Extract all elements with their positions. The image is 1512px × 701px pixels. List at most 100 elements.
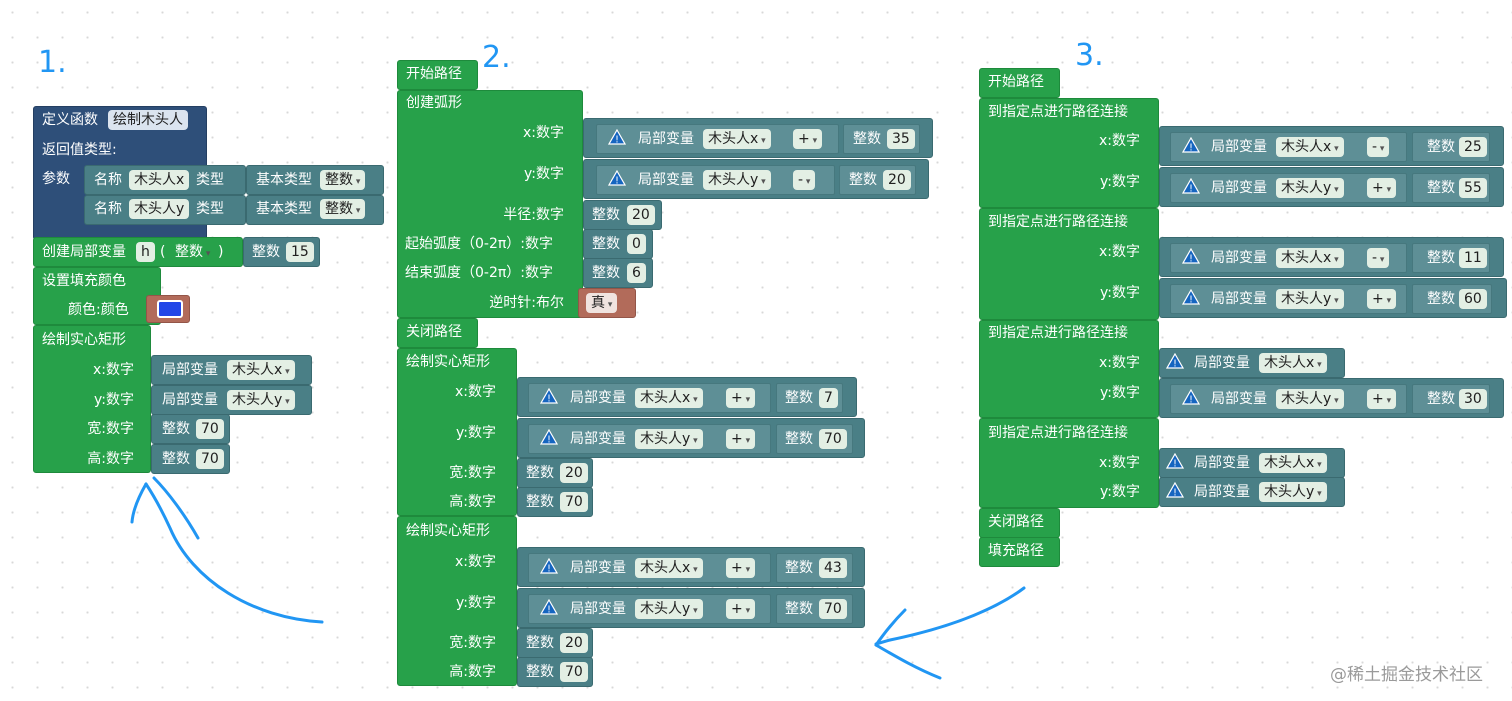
integer-value[interactable]: 55 [1459, 178, 1487, 198]
begin-path-block[interactable] [397, 60, 478, 90]
warning-icon[interactable]: ! [608, 170, 626, 186]
local-var-label: 局部变量 [638, 131, 694, 147]
function-name-field[interactable]: 绘制木头人 [108, 110, 188, 130]
operator-dropdown[interactable]: - [1367, 248, 1390, 268]
local-var-dropdown[interactable]: 木头人x [1276, 137, 1344, 157]
svg-text:!: ! [547, 435, 551, 446]
set-fill-color-block[interactable] [33, 267, 161, 325]
create-arc-block[interactable] [397, 90, 583, 318]
local-var-dropdown[interactable]: 木头人y [227, 390, 295, 410]
warning-icon[interactable]: ! [1182, 137, 1200, 153]
operator-dropdown[interactable]: + [1367, 289, 1397, 309]
local-var-dropdown[interactable]: 木头人y [1259, 482, 1327, 502]
local-var-dropdown[interactable]: 木头人y [635, 599, 703, 619]
integer-value[interactable]: 60 [1459, 289, 1487, 309]
integer-value[interactable]: 35 [887, 129, 915, 149]
local-var-dropdown[interactable]: 木头人x [635, 388, 703, 408]
integer-value[interactable]: 7 [819, 388, 838, 408]
draw-fill-rect-block[interactable] [397, 516, 517, 686]
integer-value[interactable]: 0 [627, 234, 646, 254]
local-var-dropdown[interactable]: 木头人x [1259, 353, 1327, 373]
local-var-name-field[interactable]: h [136, 242, 155, 262]
boolean-dropdown[interactable]: 真 [586, 293, 618, 313]
local-var-dropdown[interactable]: 木头人y [1276, 389, 1344, 409]
integer-value[interactable]: 70 [819, 599, 847, 619]
close-path-block[interactable] [397, 318, 478, 348]
param-type-label: 类型 [196, 201, 224, 217]
line-to-label: 到指定点进行路径连接 [988, 325, 1128, 341]
param-name-field[interactable]: 木头人y [129, 199, 190, 219]
draw-fill-rect-block[interactable] [397, 348, 517, 516]
local-var-dropdown[interactable]: 木头人x [635, 558, 703, 578]
local-var-type-dropdown[interactable]: 整数 [170, 242, 216, 262]
integer-value[interactable]: 30 [1459, 389, 1487, 409]
integer-value[interactable]: 20 [560, 633, 588, 653]
integer-value[interactable]: 20 [627, 205, 655, 225]
operator-dropdown[interactable]: + [726, 558, 756, 578]
integer-value[interactable]: 20 [560, 463, 588, 483]
fill-path-block[interactable] [979, 537, 1060, 567]
create-local-var-label: 创建局部变量 [42, 244, 126, 260]
draw-fill-rect-label: 绘制实心矩形 [406, 354, 490, 370]
local-var-dropdown[interactable]: 木头人x [1276, 248, 1344, 268]
line-to-block[interactable] [979, 320, 1159, 418]
begin-path-block[interactable] [979, 68, 1060, 98]
local-var-dropdown[interactable]: 木头人x [227, 360, 295, 380]
svg-text:!: ! [1173, 488, 1177, 499]
warning-icon[interactable]: ! [1166, 353, 1184, 369]
warning-icon[interactable]: ! [1182, 248, 1200, 264]
integer-value[interactable]: 20 [883, 170, 911, 190]
line-to-label: 到指定点进行路径连接 [988, 425, 1128, 441]
warning-icon[interactable]: ! [540, 599, 558, 615]
operator-dropdown[interactable]: + [726, 388, 756, 408]
operator-dropdown[interactable]: + [726, 429, 756, 449]
warning-icon[interactable]: ! [540, 388, 558, 404]
local-var-dropdown[interactable]: 木头人x [703, 129, 771, 149]
integer-value[interactable]: 25 [1459, 137, 1487, 157]
height-input-label: 高:数字 [87, 451, 134, 467]
operator-dropdown[interactable]: - [1367, 137, 1390, 157]
warning-icon[interactable]: ! [1166, 482, 1184, 498]
svg-text:!: ! [547, 605, 551, 616]
line-to-block[interactable] [979, 98, 1159, 208]
param-name-field[interactable]: 木头人x [129, 170, 190, 190]
warning-icon[interactable]: ! [1182, 389, 1200, 405]
draw-fill-rect-block[interactable] [33, 325, 151, 473]
local-var-dropdown[interactable]: 木头人y [1276, 289, 1344, 309]
local-var-dropdown[interactable]: 木头人x [1259, 453, 1327, 473]
integer-value[interactable]: 43 [819, 558, 847, 578]
integer-value[interactable]: 11 [1459, 248, 1487, 268]
fill-path-label: 填充路径 [988, 543, 1044, 559]
operator-dropdown[interactable]: + [1367, 389, 1397, 409]
operator-dropdown[interactable]: + [793, 129, 823, 149]
operator-dropdown[interactable]: - [793, 170, 816, 190]
warning-icon[interactable]: ! [1166, 453, 1184, 469]
basic-type-dropdown[interactable]: 整数 [320, 170, 366, 190]
local-var-dropdown[interactable]: 木头人y [703, 170, 771, 190]
watermark: @稀土掘金技术社区 [1330, 665, 1483, 685]
basic-type-dropdown[interactable]: 整数 [320, 199, 366, 219]
integer-value[interactable]: 6 [627, 263, 646, 283]
integer-value[interactable]: 70 [819, 429, 847, 449]
warning-icon[interactable]: ! [608, 129, 626, 145]
operator-dropdown[interactable]: + [1367, 178, 1397, 198]
warning-icon[interactable]: ! [1182, 289, 1200, 305]
local-var-dropdown[interactable]: 木头人y [1276, 178, 1344, 198]
begin-path-label: 开始路径 [406, 66, 462, 82]
local-var-label: 局部变量 [570, 560, 626, 576]
warning-icon[interactable]: ! [540, 558, 558, 574]
color-swatch[interactable] [157, 300, 183, 318]
warning-icon[interactable]: ! [1182, 178, 1200, 194]
integer-value[interactable]: 70 [560, 662, 588, 682]
operator-dropdown[interactable]: + [726, 599, 756, 619]
local-var-label: 局部变量 [1211, 391, 1267, 407]
integer-value[interactable]: 70 [196, 449, 224, 469]
line-to-block[interactable] [979, 418, 1159, 508]
integer-value[interactable]: 70 [560, 492, 588, 512]
local-var-dropdown[interactable]: 木头人y [635, 429, 703, 449]
line-to-block[interactable] [979, 208, 1159, 320]
integer-value[interactable]: 15 [286, 242, 314, 262]
warning-icon[interactable]: ! [540, 429, 558, 445]
integer-value[interactable]: 70 [196, 419, 224, 439]
